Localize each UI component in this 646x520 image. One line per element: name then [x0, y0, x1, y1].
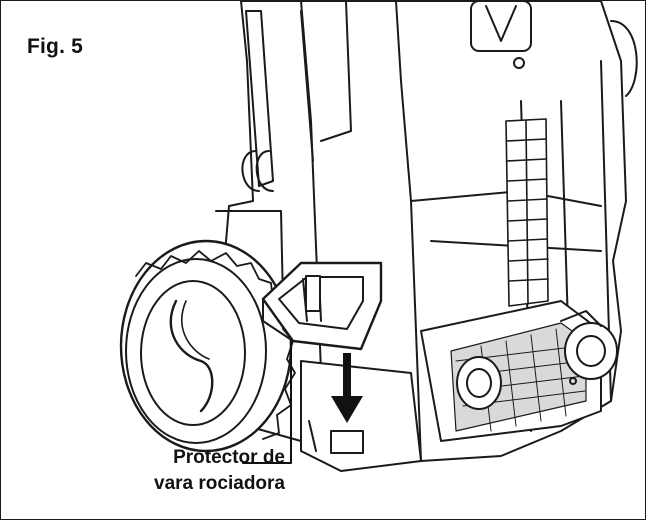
callout-label: Protector de vara rociadora: [154, 445, 285, 497]
washer-handle: [245, 10, 638, 187]
callout-leader-line: [242, 342, 292, 464]
down-arrow-icon: [331, 353, 363, 423]
figure-label: Fig. 5: [27, 35, 84, 58]
wheel: [119, 239, 296, 453]
callout-line-2: vara rociadora: [154, 473, 285, 494]
side-hook: [215, 150, 284, 302]
lower-front-panel: [300, 360, 422, 472]
control-knob: [470, 1, 532, 69]
callout-line-1: Protector de: [173, 447, 285, 468]
grip-ribs: [505, 118, 549, 307]
outlet-fittings: [420, 300, 618, 442]
spray-wand-holder: [261, 261, 383, 351]
